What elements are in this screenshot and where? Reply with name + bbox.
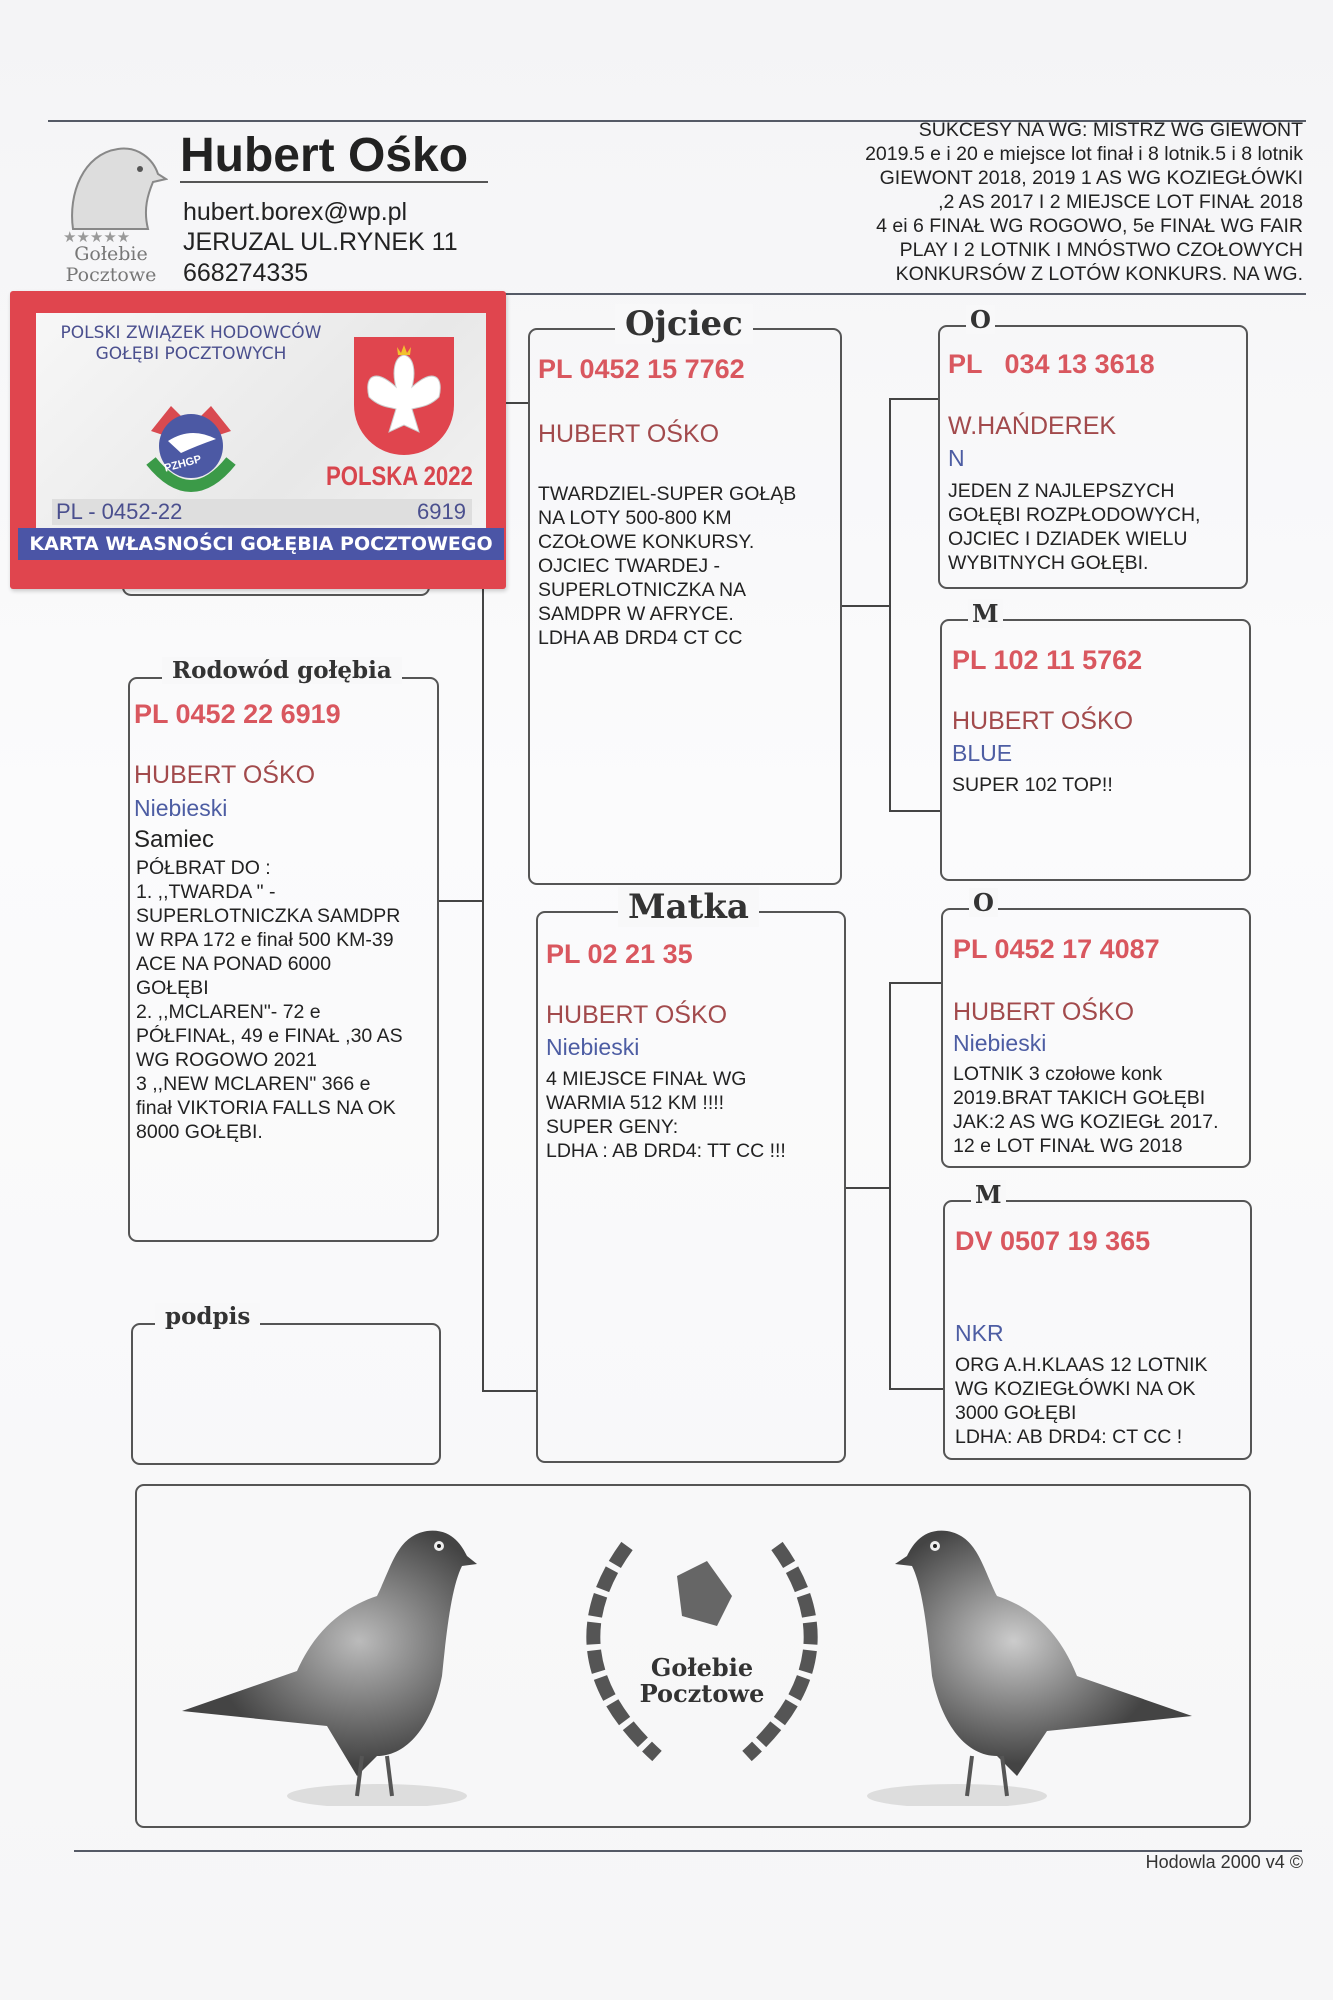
connector — [482, 402, 484, 1390]
card-inner: POLSKI ZWIĄZEK HODOWCÓW GOŁĘBI POCZTOWYC… — [18, 313, 504, 560]
pigeon-legend: Rodowód gołębia — [162, 657, 402, 684]
mother-breeder: HUBERT OŚKO — [546, 1001, 728, 1029]
mother-description: 4 MIEJSCE FINAŁ WG WARMIA 512 KM !!!! SU… — [546, 1068, 786, 1162]
address: JERUZAL UL.RYNEK 11 — [183, 228, 458, 256]
connector — [889, 398, 891, 811]
header-rule — [48, 293, 1306, 295]
father-legend: Ojciec — [615, 304, 753, 344]
laurel-wreath-emblem: Gołebie Pocztowe — [586, 1541, 818, 1762]
footer-rule — [74, 1850, 1302, 1852]
paternal-grandmother-box: M PL 102 11 5762 HUBERT OŚKO BLUE SUPER … — [940, 599, 1251, 881]
maternal-grandmother-box: M DV 0507 19 365 NKR ORG A.H.KLAAS 12 LO… — [943, 1180, 1252, 1460]
logo-text: Gołebie Pocztowe — [65, 243, 157, 286]
emblem-text-line1: Gołebie — [651, 1653, 753, 1682]
connector — [889, 810, 941, 812]
emblem-text-line2: Pocztowe — [640, 1679, 765, 1708]
maternal-grandmother-legend: M — [971, 1180, 1006, 1209]
card-ring-bar — [52, 499, 472, 525]
card-ring-left: PL - 0452-22 — [56, 499, 183, 524]
mother-box: Matka PL 02 21 35 HUBERT OŚKO Niebieski … — [536, 887, 846, 1463]
connector — [889, 1388, 943, 1390]
owner-name-underline — [180, 181, 488, 183]
maternal-grandfather-legend: O — [969, 888, 998, 917]
paternal-grandmother-color: BLUE — [952, 740, 1013, 766]
maternal-grandmother-description: ORG A.H.KLAAS 12 LOTNIK WG KOZIEGŁÓWKI N… — [955, 1354, 1208, 1448]
signature-box: podpis — [131, 1303, 441, 1465]
paternal-grandfather-legend: O — [966, 305, 995, 334]
logo: ★★★★★ — [48, 134, 169, 284]
paternal-grandmother-ring: PL 102 11 5762 — [952, 645, 1143, 675]
pigeon-color: Niebieski — [134, 795, 228, 821]
connector — [889, 982, 891, 1388]
maternal-grandfather-ring: PL 0452 17 4087 — [953, 934, 1160, 964]
card-title: KARTA WŁASNOŚCI GOŁĘBIA POCZTOWEGO — [18, 528, 504, 560]
card-ring-right: 6919 — [417, 499, 466, 524]
top-rule — [48, 120, 1306, 122]
father-ring: PL 0452 15 7762 — [538, 354, 745, 384]
pigeon-description: PÓŁBRAT DO : 1. ,,TWARDA " - SUPERLOTNIC… — [136, 857, 403, 1143]
pzhgp-badge — [136, 391, 246, 501]
pigeon-left-illustration — [182, 1530, 477, 1806]
connector — [482, 1390, 537, 1392]
paternal-grandfather-description: JEDEN Z NAJLEPSZYCH GOŁĘBI ROZPŁODOWYCH,… — [948, 480, 1201, 574]
maternal-grandfather-breeder: HUBERT OŚKO — [953, 998, 1135, 1026]
paternal-grandfather-ring: PL 034 13 3618 — [948, 349, 1155, 379]
father-box: Ojciec PL 0452 15 7762 HUBERT OŚKO TWARD… — [528, 304, 842, 885]
connector — [889, 982, 941, 984]
mother-color: Niebieski — [546, 1034, 640, 1060]
card-country-year: POLSKA 2022 — [326, 461, 473, 491]
paternal-grandmother-breeder: HUBERT OŚKO — [952, 707, 1134, 735]
pigeon-ring: PL 0452 22 6919 — [134, 699, 341, 729]
card-org: POLSKI ZWIĄZEK HODOWCÓW GOŁĘBI POCZTOWYC… — [60, 323, 322, 364]
paternal-grandfather-breeder: W.HAŃDEREK — [948, 412, 1117, 440]
polish-eagle-emblem — [354, 337, 454, 455]
email: hubert.borex@wp.pl — [183, 198, 408, 226]
svg-text:★★★★★: ★★★★★ — [63, 229, 130, 244]
connector — [889, 398, 939, 400]
eagle-icon — [367, 345, 441, 433]
pigeon-right-illustration — [867, 1530, 1192, 1806]
connector — [842, 605, 889, 607]
pigeon-banner: Gołebie Pocztowe — [135, 1484, 1251, 1828]
mother-legend: Matka — [618, 887, 759, 927]
paternal-grandmother-description: SUPER 102 TOP!! — [952, 774, 1113, 796]
paternal-grandmother-legend: M — [968, 599, 1003, 628]
pigeon-sex: Samiec — [134, 826, 215, 853]
maternal-grandfather-box: O PL 0452 17 4087 HUBERT OŚKO Niebieski … — [941, 888, 1251, 1168]
maternal-grandfather-description: LOTNIK 3 czołowe konk 2019.BRAT TAKICH G… — [953, 1063, 1219, 1157]
software-credit: Hodowla 2000 v4 © — [1145, 1852, 1303, 1872]
father-breeder: HUBERT OŚKO — [538, 420, 720, 448]
mother-ring: PL 02 21 35 — [546, 939, 693, 969]
signature-legend: podpis — [155, 1303, 261, 1330]
pigeon-head-icon: ★★★★★ — [63, 147, 169, 246]
phone: 668274335 — [183, 259, 309, 287]
ownership-card: POLSKI ZWIĄZEK HODOWCÓW GOŁĘBI POCZTOWYC… — [10, 291, 506, 589]
successes-text: SUKCESY NA WG: MISTRZ WG GIEWONT 2019.5 … — [865, 119, 1303, 285]
maternal-grandfather-color: Niebieski — [953, 1030, 1047, 1056]
paternal-grandfather-box: O PL 034 13 3618 W.HAŃDEREK N JEDEN Z NA… — [938, 305, 1248, 589]
paternal-grandfather-color: N — [948, 445, 965, 471]
pigeon-box: Rodowód gołębia PL 0452 22 6919 HUBERT O… — [128, 657, 439, 1242]
maternal-grandmother-ring: DV 0507 19 365 — [955, 1226, 1151, 1256]
maternal-grandmother-color: NKR — [955, 1320, 1004, 1346]
owner-name: Hubert Ośko — [180, 129, 469, 182]
connector — [482, 402, 530, 404]
father-description: TWARDZIEL-SUPER GOŁĄB NA LOTY 500-800 KM… — [538, 483, 797, 649]
connector — [438, 900, 482, 902]
pigeon-breeder: HUBERT OŚKO — [134, 761, 316, 789]
connector — [845, 1187, 889, 1189]
